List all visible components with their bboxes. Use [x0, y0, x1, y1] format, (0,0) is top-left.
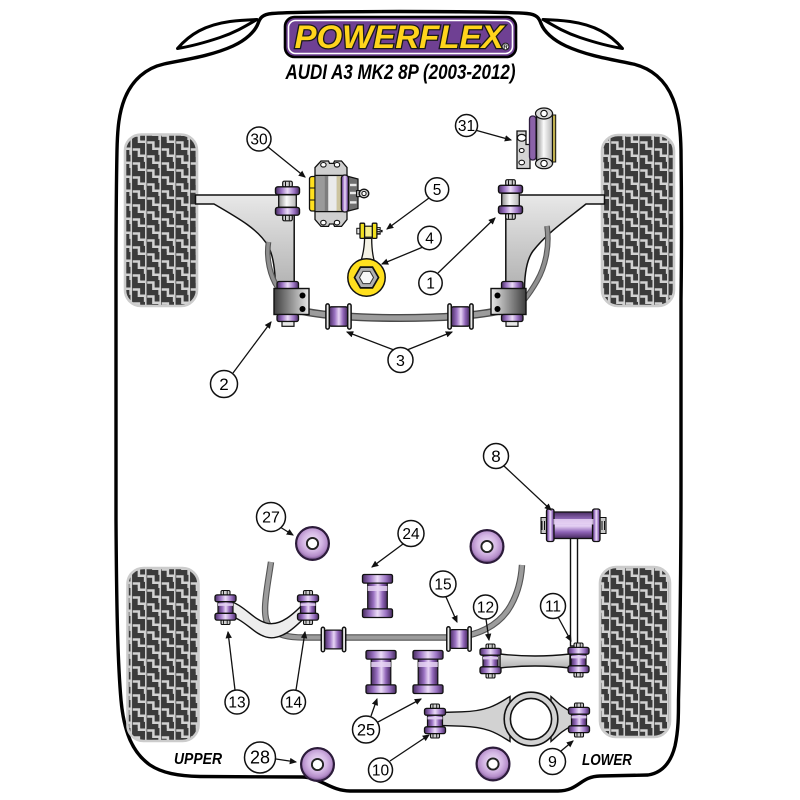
- svg-text:14: 14: [285, 695, 303, 712]
- svg-text:13: 13: [228, 695, 245, 712]
- svg-text:3: 3: [396, 353, 405, 370]
- svg-text:31: 31: [458, 118, 475, 135]
- svg-text:1: 1: [426, 276, 435, 293]
- svg-text:30: 30: [250, 132, 268, 149]
- svg-text:POWERFLEX: POWERFLEX: [295, 19, 506, 55]
- svg-text:28: 28: [250, 748, 270, 768]
- svg-text:15: 15: [434, 577, 451, 594]
- svg-text:UPPER: UPPER: [174, 751, 222, 768]
- svg-text:2: 2: [219, 375, 228, 394]
- svg-text:9: 9: [548, 754, 557, 771]
- svg-text:LOWER: LOWER: [582, 752, 632, 769]
- svg-text:25: 25: [357, 722, 375, 740]
- svg-text:27: 27: [262, 510, 280, 527]
- svg-text:12: 12: [477, 600, 494, 617]
- svg-text:24: 24: [402, 526, 420, 543]
- svg-text:10: 10: [372, 763, 390, 780]
- svg-text:11: 11: [545, 599, 561, 616]
- svg-text:5: 5: [433, 182, 442, 199]
- svg-text:4: 4: [425, 231, 434, 248]
- svg-text:8: 8: [491, 447, 500, 466]
- svg-text:R: R: [503, 44, 508, 51]
- svg-text:AUDI A3 MK2 8P (2003-2012): AUDI A3 MK2 8P (2003-2012): [285, 60, 516, 84]
